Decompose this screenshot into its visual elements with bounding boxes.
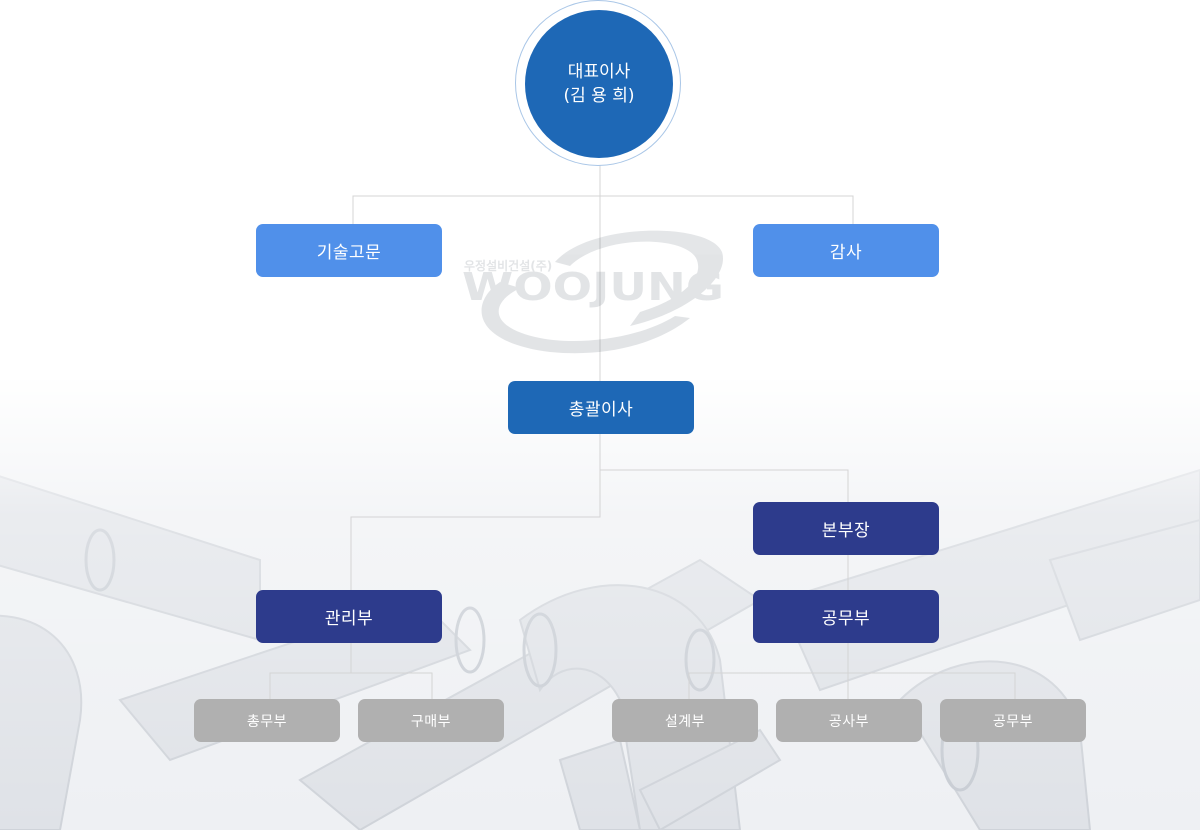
hq-head-node: 본부장 (753, 502, 939, 555)
team-purchasing: 구매부 (358, 699, 504, 742)
advisor-node: 기술고문 (256, 224, 442, 277)
ceo-node: 대표이사 (김 용 희) (525, 10, 673, 158)
team-public-works: 공무부 (940, 699, 1086, 742)
watermark-company-en: WOOJUNG (462, 265, 724, 309)
admin-dept-node: 관리부 (256, 590, 442, 643)
general-manager-node: 총괄이사 (508, 381, 694, 434)
team-design: 설계부 (612, 699, 758, 742)
team-general-affairs: 총무부 (194, 699, 340, 742)
team-construction: 공사부 (776, 699, 922, 742)
ceo-title: 대표이사 (567, 62, 631, 82)
woojung-logo-watermark: 우정설비건설(주) WOOJUNG (462, 230, 724, 354)
ceo-name: (김 용 희) (563, 86, 635, 106)
audit-node: 감사 (753, 224, 939, 277)
works-dept-node: 공무부 (753, 590, 939, 643)
watermark-company-kr: 우정설비건설(주) (464, 258, 552, 273)
